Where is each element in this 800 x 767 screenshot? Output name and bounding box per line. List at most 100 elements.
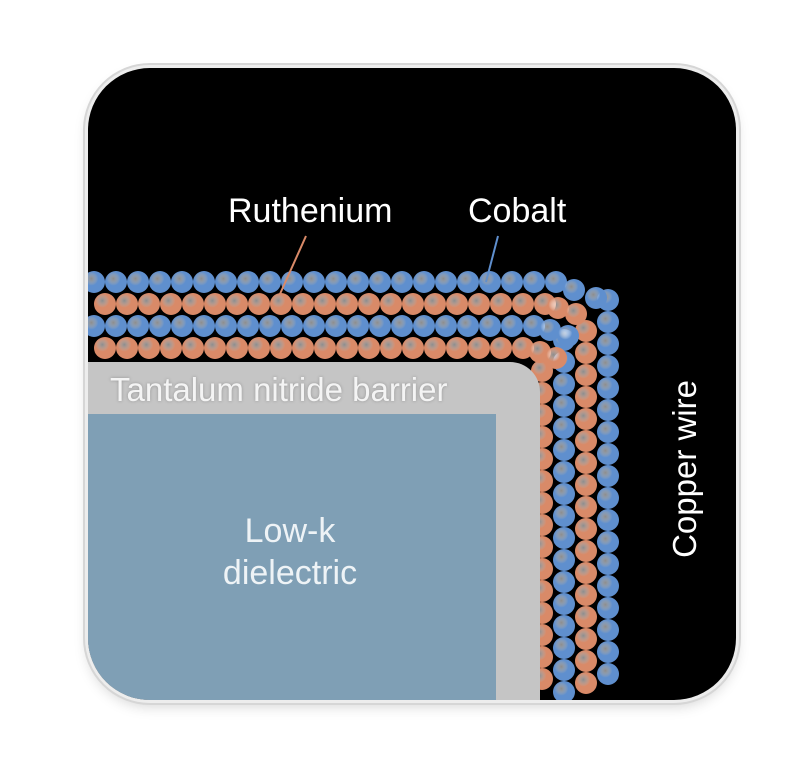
ruthenium-atom (292, 293, 314, 315)
cobalt-atom (597, 355, 619, 377)
ruthenium-atom (358, 337, 380, 359)
cobalt-atom (563, 279, 585, 301)
cobalt-atom (597, 619, 619, 641)
cobalt-atom (597, 531, 619, 553)
cobalt-atom (585, 287, 607, 309)
ruthenium-atom (575, 650, 597, 672)
cobalt-atom (369, 271, 391, 293)
copper-wire-label: Copper wire (666, 380, 703, 558)
ruthenium-atom (226, 337, 248, 359)
ruthenium-atom (204, 293, 226, 315)
dielectric-label-line1: Low-k (244, 512, 336, 550)
cobalt-atom (553, 483, 575, 505)
ruthenium-atom (575, 342, 597, 364)
cobalt-atom (523, 271, 545, 293)
cobalt-atom (88, 271, 105, 293)
cobalt-atom (215, 271, 237, 293)
cobalt-atom (597, 443, 619, 465)
ruthenium-atom (490, 293, 512, 315)
ruthenium-atom (575, 452, 597, 474)
cobalt-atom (193, 271, 215, 293)
ruthenium-atom (116, 337, 138, 359)
cobalt-atom (281, 271, 303, 293)
cobalt-atom (597, 377, 619, 399)
ruthenium-atom (358, 293, 380, 315)
cobalt-atom (597, 663, 619, 685)
cobalt-atom (303, 315, 325, 337)
ruthenium-atom (575, 496, 597, 518)
ruthenium-atom (402, 293, 424, 315)
cobalt-atom (553, 681, 575, 700)
cobalt-atom (391, 271, 413, 293)
cobalt-atom (88, 315, 105, 337)
cobalt-atom (597, 597, 619, 619)
cobalt-atom (553, 439, 575, 461)
ruthenium-atom (248, 293, 270, 315)
ruthenium-atom (336, 337, 358, 359)
ruthenium-atom (248, 337, 270, 359)
cobalt-atom (457, 271, 479, 293)
ruthenium-atom (292, 337, 314, 359)
ruthenium-atom (380, 337, 402, 359)
ruthenium-atom (204, 337, 226, 359)
ruthenium-atom (575, 672, 597, 694)
cobalt-atom (259, 315, 281, 337)
low-k-dielectric-region (88, 414, 496, 700)
ruthenium-atom (565, 303, 587, 325)
ruthenium-atom (226, 293, 248, 315)
ruthenium-atom (160, 337, 182, 359)
cobalt-atom (553, 659, 575, 681)
ruthenium-atom (314, 293, 336, 315)
ruthenium-atom (336, 293, 358, 315)
cobalt-atom (553, 615, 575, 637)
cobalt-atom (479, 271, 501, 293)
cobalt-atom (557, 325, 579, 347)
ruthenium-atom (402, 337, 424, 359)
cobalt-atom (597, 421, 619, 443)
cobalt-atom (347, 315, 369, 337)
cobalt-atom (171, 271, 193, 293)
ruthenium-atom (116, 293, 138, 315)
barrier-label: Tantalum nitride barrier (110, 371, 448, 408)
ruthenium-atom (547, 297, 569, 319)
dielectric-label: Low-k dielectric (200, 510, 380, 594)
ruthenium-atom (575, 562, 597, 584)
ruthenium-atom (490, 337, 512, 359)
cobalt-atom (215, 315, 237, 337)
ruthenium-atom (94, 337, 116, 359)
cobalt-atom (597, 487, 619, 509)
cobalt-atom (553, 373, 575, 395)
cobalt-atom (545, 271, 567, 293)
cobalt-atom (435, 315, 457, 337)
cobalt-atom (553, 417, 575, 439)
cobalt-atom (149, 271, 171, 293)
cobalt-atom (435, 271, 457, 293)
cobalt-atom (597, 465, 619, 487)
ruthenium-atom (575, 584, 597, 606)
ruthenium-atom (138, 337, 160, 359)
diagram-card: Ruthenium Cobalt Tantalum nitride barrie… (88, 68, 736, 700)
ruthenium-atom (575, 320, 597, 342)
ruthenium-leader-line (279, 235, 307, 295)
cobalt-atom (501, 271, 523, 293)
ruthenium-atom (575, 540, 597, 562)
ruthenium-atom (575, 628, 597, 650)
cobalt-label: Cobalt (468, 192, 567, 230)
ruthenium-atom (531, 360, 553, 382)
cobalt-atom (597, 575, 619, 597)
cobalt-atom (597, 641, 619, 663)
ruthenium-atom (575, 474, 597, 496)
cobalt-atom (347, 271, 369, 293)
cobalt-atom (413, 271, 435, 293)
cobalt-atom (597, 509, 619, 531)
cobalt-leader-line (485, 235, 499, 283)
cobalt-atom (259, 271, 281, 293)
cobalt-atom (553, 637, 575, 659)
ruthenium-atom (270, 293, 292, 315)
cobalt-atom (127, 271, 149, 293)
cobalt-atom (553, 395, 575, 417)
cobalt-atom (105, 315, 127, 337)
cobalt-atom (597, 399, 619, 421)
ruthenium-atom (446, 337, 468, 359)
ruthenium-atom (575, 430, 597, 452)
